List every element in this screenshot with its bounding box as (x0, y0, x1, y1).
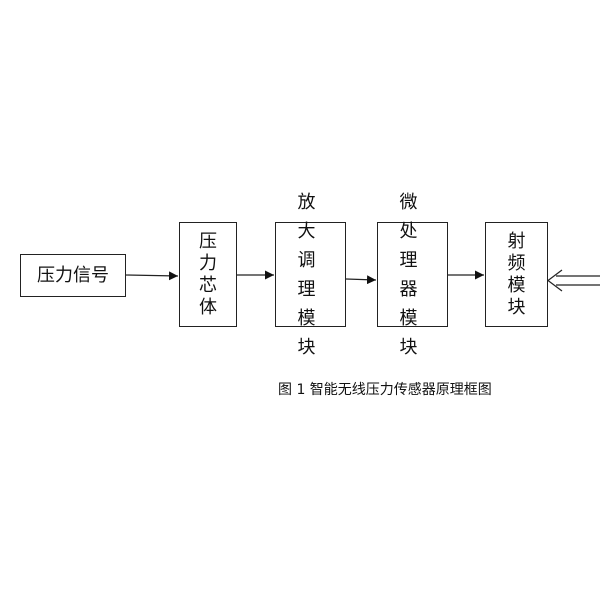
vertical-char-2: 模 (507, 274, 526, 296)
vertical-char-1: 力 (199, 252, 217, 274)
arrow-signal-to-core (125, 271, 179, 281)
vertical-char-0: 射 (507, 230, 526, 252)
block-pressure-core-label: 压力芯体 (199, 231, 217, 319)
block-amplify-condition-label: 放大调理模块 (297, 191, 324, 358)
block-amplify-condition: 放大调理模块 (275, 192, 346, 358)
block-microprocessor: 微处理器模块 (377, 192, 448, 358)
figure-caption: 图 1 智能无线压力传感器原理框图 (278, 382, 492, 398)
arrow-amplifier-to-processor (345, 275, 377, 285)
vertical-char-0: 压 (199, 230, 217, 252)
vertical-char-2: 芯 (199, 274, 217, 296)
vertical-char-1: 频 (507, 252, 526, 274)
block-rf-module-label: 射频模块 (508, 231, 526, 319)
vertical-char-3: 体 (199, 296, 217, 318)
block-pressure-signal: 压力信号 (20, 254, 126, 297)
block-rf-module: 射频模块 (485, 222, 548, 327)
block-pressure-signal-label: 压力信号 (37, 264, 109, 286)
block-pressure-core: 压力芯体 (179, 222, 237, 327)
vertical-char-3: 块 (507, 296, 526, 318)
block-microprocessor-label: 微处理器模块 (399, 191, 426, 358)
double-arrow-into-rf (547, 269, 600, 292)
double-arrow-head (547, 269, 563, 292)
